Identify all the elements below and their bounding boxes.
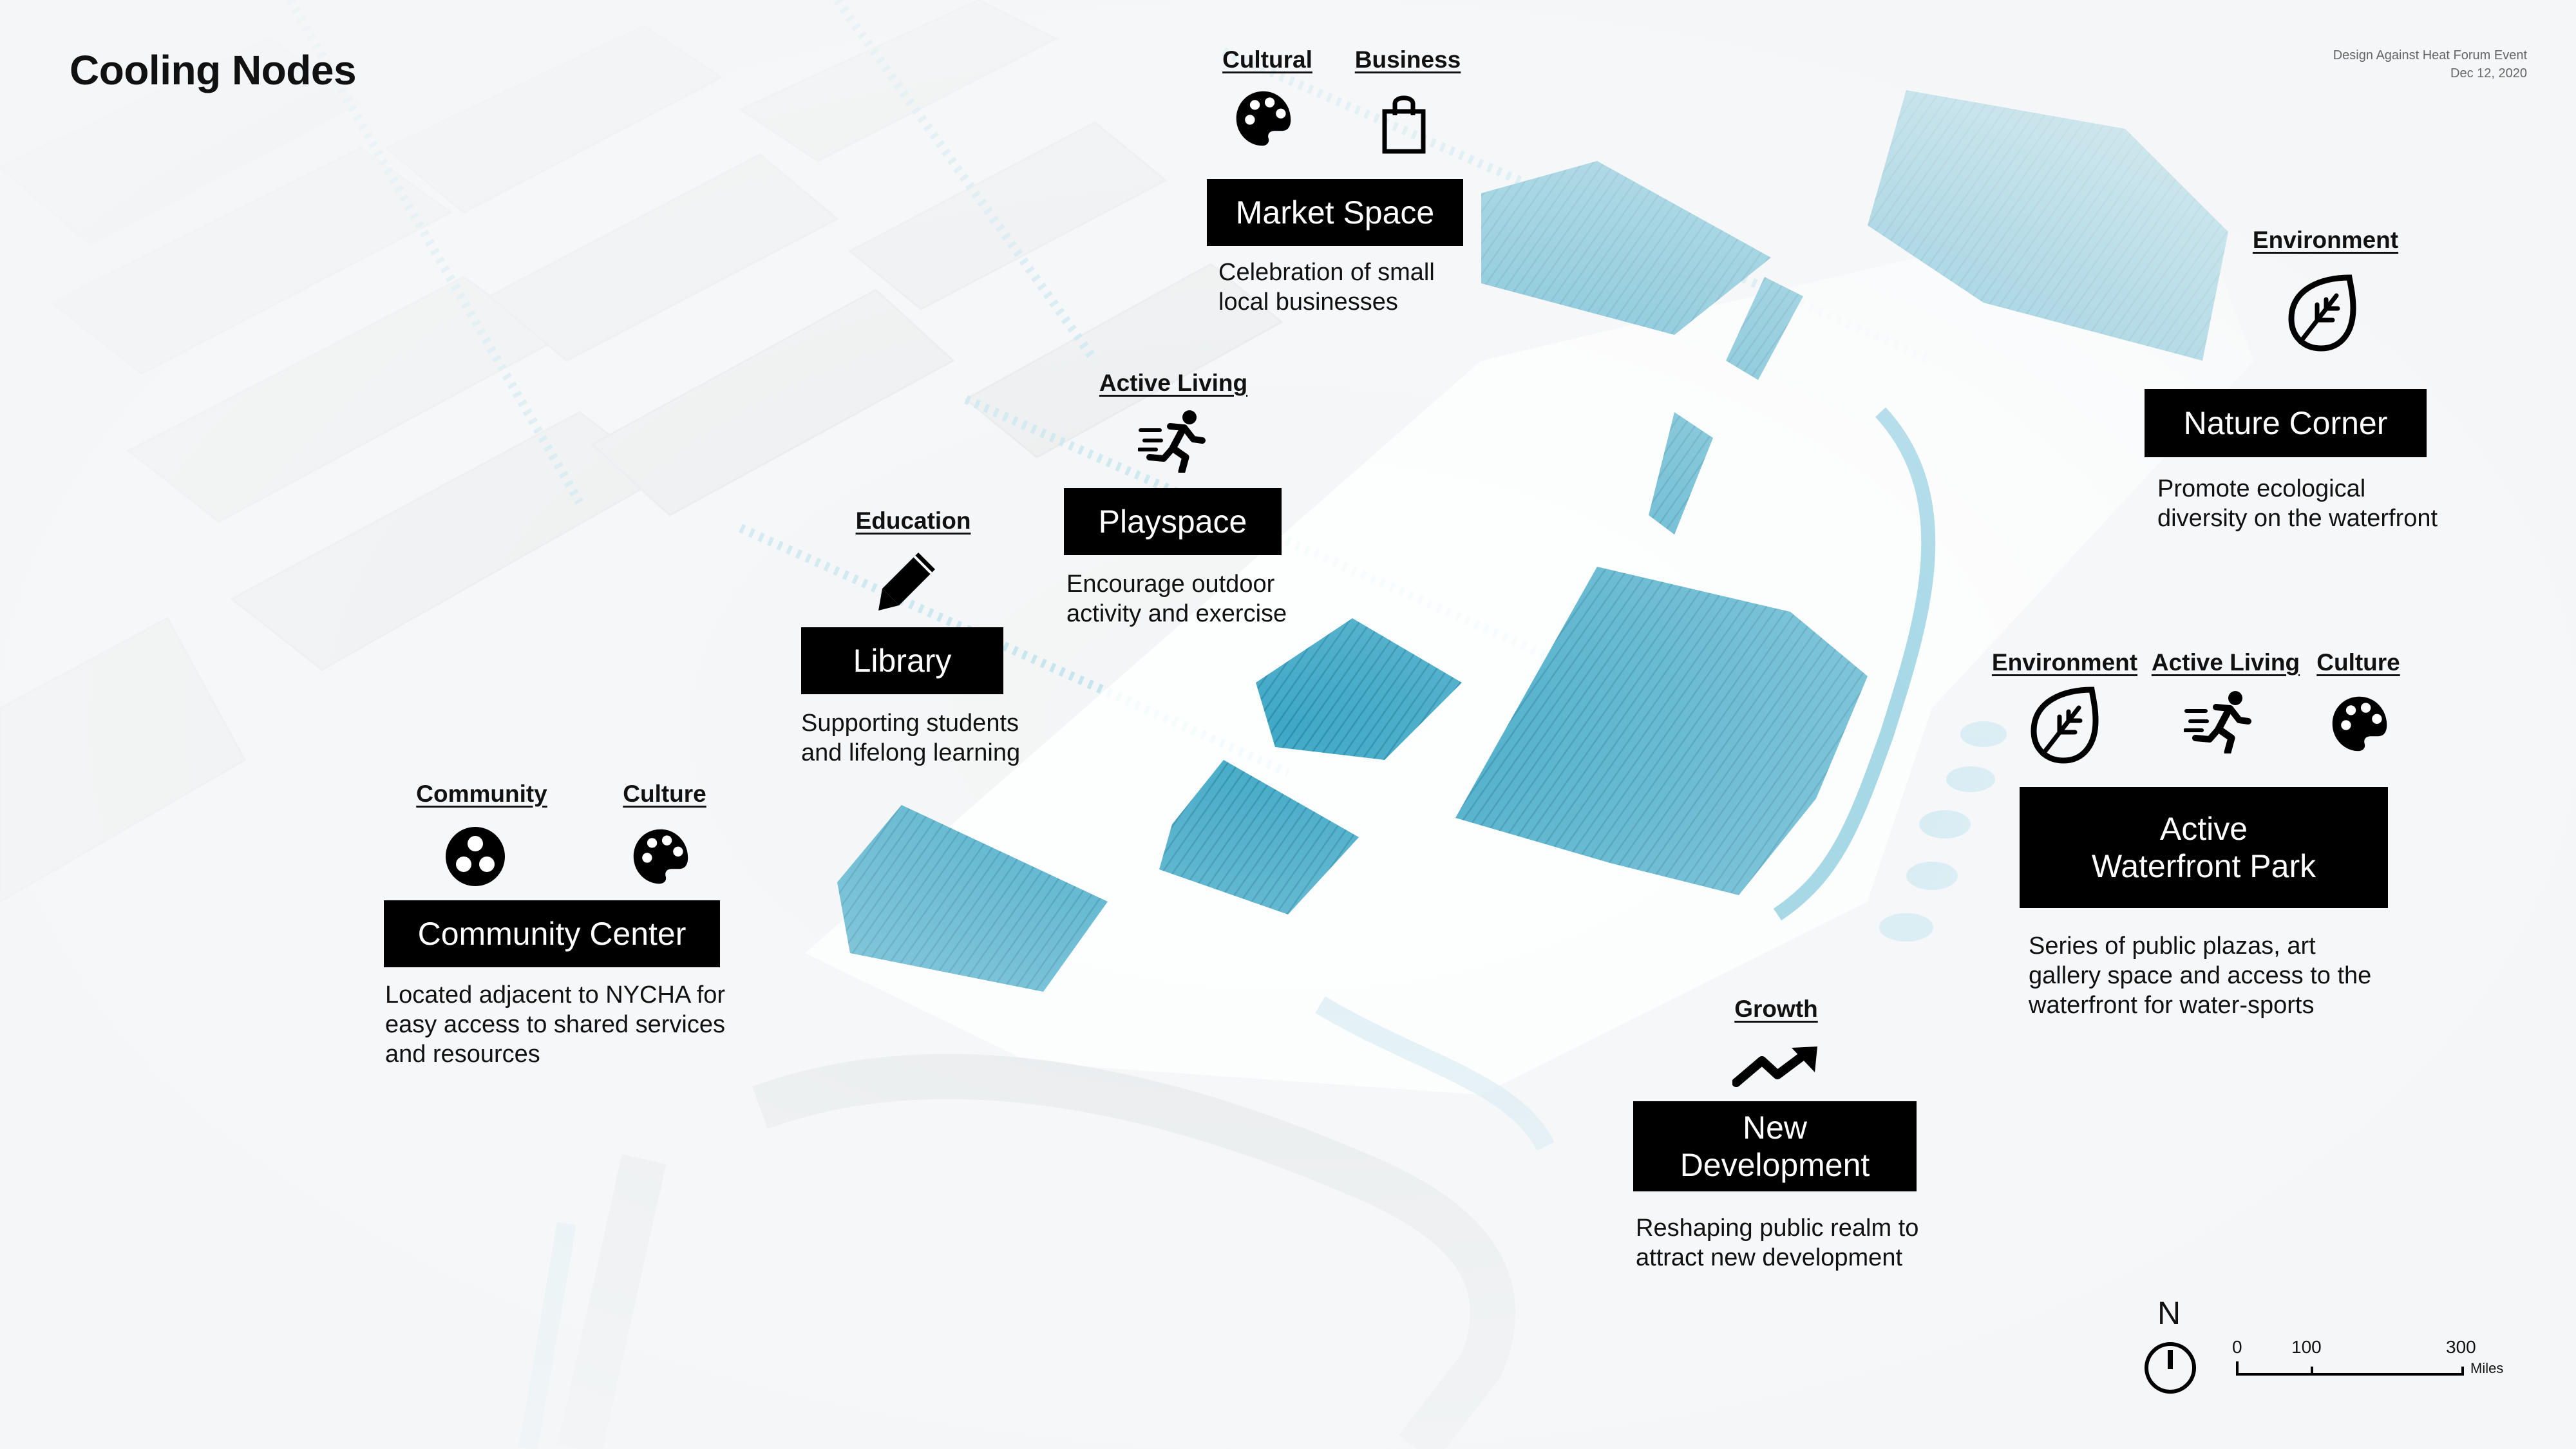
leaf-icon <box>2288 274 2356 352</box>
category-label: Culture <box>623 781 706 807</box>
palette-icon <box>633 829 688 884</box>
node-description: Located adjacent to NYCHA for easy acces… <box>385 980 725 1069</box>
leaf-icon <box>2031 687 2099 764</box>
description-line: activity and exercise <box>1066 600 1287 627</box>
runner-icon <box>2184 691 2251 753</box>
category-label: Cultural <box>1222 46 1312 73</box>
description-line: Supporting students <box>801 710 1019 737</box>
scale-unit: Miles <box>2470 1360 2504 1376</box>
palette-icon <box>1236 91 1291 146</box>
title-line: Development <box>1680 1147 1870 1183</box>
description-line: Encourage outdoor <box>1066 571 1275 598</box>
node-description: Supporting students and lifelong learnin… <box>801 708 1020 768</box>
pencil-icon <box>878 553 935 611</box>
description-line: diversity on the waterfront <box>2157 505 2438 532</box>
description-line: gallery space and access to the <box>2029 962 2372 989</box>
description-line: local businesses <box>1218 289 1398 316</box>
description-line: Located adjacent to NYCHA for <box>385 981 726 1009</box>
category-label: Active Living <box>1099 370 1248 396</box>
description-line: easy access to shared services <box>385 1011 726 1038</box>
palette-icon <box>2332 696 2387 752</box>
category-label: Environment <box>2252 227 2399 253</box>
trending-up-icon <box>1732 1046 1817 1087</box>
node-description: Promote ecological diversity on the wate… <box>2157 474 2438 533</box>
event-credit: Design Against Heat Forum Event Dec 12, … <box>2333 46 2527 82</box>
credit-event: Design Against Heat Forum Event <box>2333 48 2527 62</box>
description-line: and lifelong learning <box>801 739 1021 766</box>
page-title: Cooling Nodes <box>70 47 357 93</box>
title-line: New <box>1742 1110 1808 1146</box>
node-title: Library <box>801 627 1003 694</box>
runner-icon <box>1138 410 1206 473</box>
description-line: Series of public plazas, art <box>2029 933 2316 960</box>
node-description: Encourage outdoor activity and exercise <box>1066 569 1287 629</box>
north-arrow-icon <box>2145 1342 2196 1394</box>
description-line: Celebration of small <box>1218 259 1435 286</box>
category-label: Education <box>855 507 971 534</box>
category-label: Active Living <box>2151 649 2300 676</box>
credit-date: Dec 12, 2020 <box>2450 66 2527 80</box>
description-line: Reshaping public realm to <box>1636 1215 1919 1242</box>
category-label: Environment <box>1991 649 2138 676</box>
node-title: Community Center <box>384 900 720 967</box>
node-title: Playspace <box>1064 488 1282 555</box>
description-line: attract new development <box>1636 1244 1903 1271</box>
description-line: Promote ecological <box>2157 475 2366 502</box>
description-line: waterfront for water-sports <box>2029 992 2315 1019</box>
node-title: Nature Corner <box>2145 389 2427 457</box>
category-label: Business <box>1354 46 1461 73</box>
node-title: New Development <box>1633 1101 1917 1191</box>
north-label: N <box>2157 1295 2181 1331</box>
title-line: Active <box>2159 811 2248 847</box>
scale-bar-graphic <box>2236 1361 2464 1376</box>
category-label: Growth <box>1734 996 1818 1022</box>
category-label: Community <box>416 781 547 807</box>
community-icon <box>446 827 505 886</box>
scale-tick-label: 100 <box>2291 1337 2322 1357</box>
shopping-bag-icon <box>1382 95 1426 154</box>
node-description: Celebration of small local businesses <box>1218 258 1435 317</box>
node-description: Reshaping public realm to attract new de… <box>1636 1213 1918 1273</box>
node-title: Market Space <box>1207 179 1463 246</box>
scale-tick-label: 0 <box>2232 1337 2242 1357</box>
category-label: Culture <box>2316 649 2400 676</box>
node-description: Series of public plazas, art gallery spa… <box>2029 931 2371 1020</box>
title-line: Waterfront Park <box>2091 848 2316 884</box>
description-line: and resources <box>385 1041 540 1068</box>
scale-tick-label: 300 <box>2446 1337 2476 1357</box>
node-title: Active Waterfront Park <box>2020 787 2388 908</box>
